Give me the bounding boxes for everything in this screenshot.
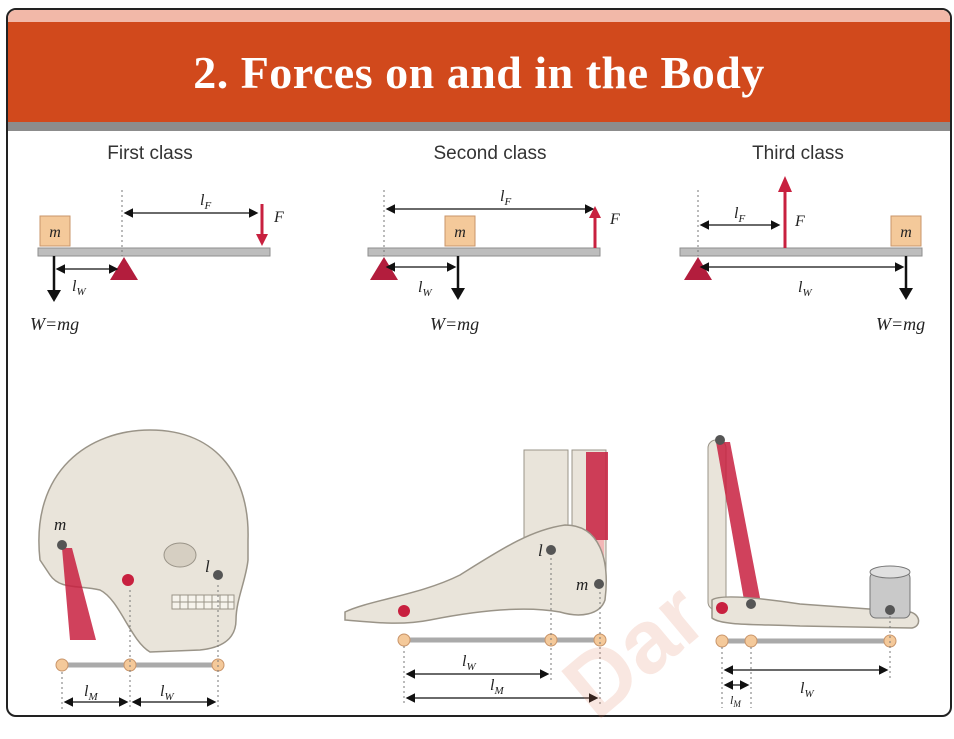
elbow-fulcrum-point: [716, 602, 728, 614]
bite-point: [213, 570, 223, 580]
hand-load-point: [885, 605, 895, 615]
weight-arrow-head: [451, 288, 465, 300]
force-arrow-head: [256, 234, 268, 246]
force-arrow-head: [589, 206, 601, 218]
mass-label: m: [900, 224, 912, 241]
toe-fulcrum-point: [398, 605, 410, 617]
weight-equation: W=mg: [430, 314, 479, 334]
muscle-attachment-point: [57, 540, 67, 550]
skull-illustration: m l lM lW: [39, 430, 248, 710]
force-arrow-head: [778, 176, 792, 192]
ankle-load-point: [546, 545, 556, 555]
foot-lm-label: lM: [490, 677, 504, 697]
force-label: F: [609, 211, 620, 228]
lw-label: lW: [72, 278, 86, 298]
force-label: F: [794, 213, 805, 230]
skull-l-label: l: [205, 557, 210, 576]
lever-figure: First class m lF F lW W=mg Second class …: [0, 0, 954, 721]
force-label: F: [273, 209, 284, 226]
third-class-title: Third class: [752, 143, 844, 164]
second-class-lever: Second class m lF F lW W=mg: [368, 143, 620, 334]
calf-muscle: [586, 452, 608, 540]
first-class-lever: First class m lF F lW W=mg: [30, 143, 284, 334]
lw-label: lW: [798, 279, 812, 299]
foot-m-label: m: [576, 575, 588, 594]
lever-beam: [38, 248, 270, 256]
biceps-insertion-point: [746, 599, 756, 609]
lf-label: lF: [734, 205, 745, 225]
weight-arrow-head: [47, 290, 61, 302]
mass-label: m: [49, 224, 61, 241]
weight-arrow-head: [899, 288, 913, 300]
weight-equation: W=mg: [876, 314, 925, 334]
foot-lw-label: lW: [462, 653, 476, 673]
fulcrum-triangle: [684, 257, 712, 280]
jaw-joint-point: [122, 574, 134, 586]
skull-m-label: m: [54, 515, 66, 534]
third-class-lever: Third class m lF F lW W=mg: [680, 143, 925, 334]
skull-lm-label: lM: [84, 683, 98, 703]
lw-label: lW: [418, 279, 432, 299]
arm-lw-label: lW: [800, 680, 814, 700]
fulcrum-triangle: [370, 257, 398, 280]
lever-beam: [368, 248, 600, 256]
arm-lm-label: lM: [730, 693, 741, 709]
arm-illustration: lM lW: [708, 435, 919, 709]
lf-label: lF: [200, 192, 211, 212]
lf-label: lF: [500, 188, 511, 208]
heel-muscle-point: [594, 579, 604, 589]
second-class-title: Second class: [433, 143, 546, 164]
lever-beam: [680, 248, 922, 256]
mass-label: m: [454, 224, 466, 241]
skull-lw-label: lW: [160, 683, 174, 703]
first-class-title: First class: [107, 143, 193, 164]
foot-l-label: l: [538, 541, 543, 560]
weight-equation: W=mg: [30, 314, 79, 334]
